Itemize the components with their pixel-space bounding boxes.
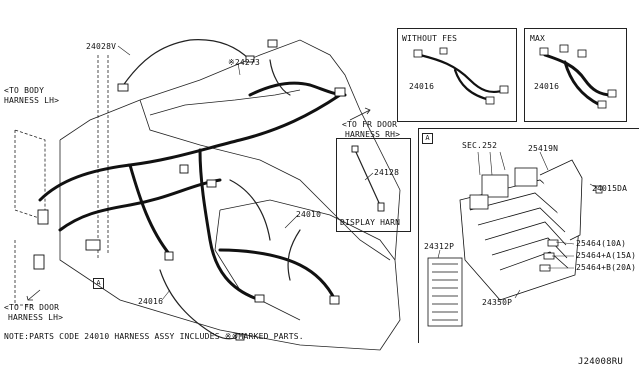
part-24312p-label: 24312P (424, 242, 455, 251)
part-24015da-label: 24015DA (592, 184, 628, 193)
display-harn-label: DISPLAY HARN (340, 218, 401, 227)
detail-a-tag: A (422, 133, 433, 144)
to-fr-door-rh-label: <TO FR DOOR (342, 120, 398, 129)
fuse-20a-label: 25464+B(20A) (576, 263, 637, 272)
diagram-code: J24008RU (578, 357, 623, 367)
to-body-harness-label: <TO BODY (4, 86, 45, 95)
callout-a-main-tag: A (93, 278, 104, 289)
parts-note: NOTE:PARTS CODE 24010 HARNESS ASSY INCLU… (4, 332, 304, 341)
to-fr-door-rh-label-2: HARNESS RH> (345, 130, 401, 139)
max-title: MAX (530, 34, 546, 43)
part-24273-label: ※24273 (228, 58, 260, 67)
to-fr-door-lh-label-2: HARNESS LH> (8, 313, 64, 322)
to-fr-door-lh-label: <TO FR DOOR (4, 303, 60, 312)
fuse-15a-label: 25464+A(15A) (576, 251, 637, 260)
detail-a-panel (418, 128, 639, 343)
without-fes-part-label: 24016 (409, 82, 435, 91)
fuse-10a-label: 25464(10A) (576, 239, 627, 248)
part-24028v-label: 24028V (86, 42, 117, 51)
sec-252-label: SEC.252 (462, 141, 498, 150)
part-24010-label: 24010 (296, 210, 322, 219)
display-harn-panel (336, 138, 411, 232)
without-fes-title: WITHOUT FES (402, 34, 458, 43)
part-24128-label: 24128 (374, 168, 400, 177)
part-24350p-label: 24350P (482, 298, 513, 307)
part-24016-main-label: 24016 (138, 297, 164, 306)
max-panel (524, 28, 627, 122)
max-part-label: 24016 (534, 82, 560, 91)
without-fes-panel (397, 28, 517, 122)
part-25419n-label: 25419N (528, 144, 559, 153)
to-body-harness-label-2: HARNESS LH> (4, 96, 60, 105)
